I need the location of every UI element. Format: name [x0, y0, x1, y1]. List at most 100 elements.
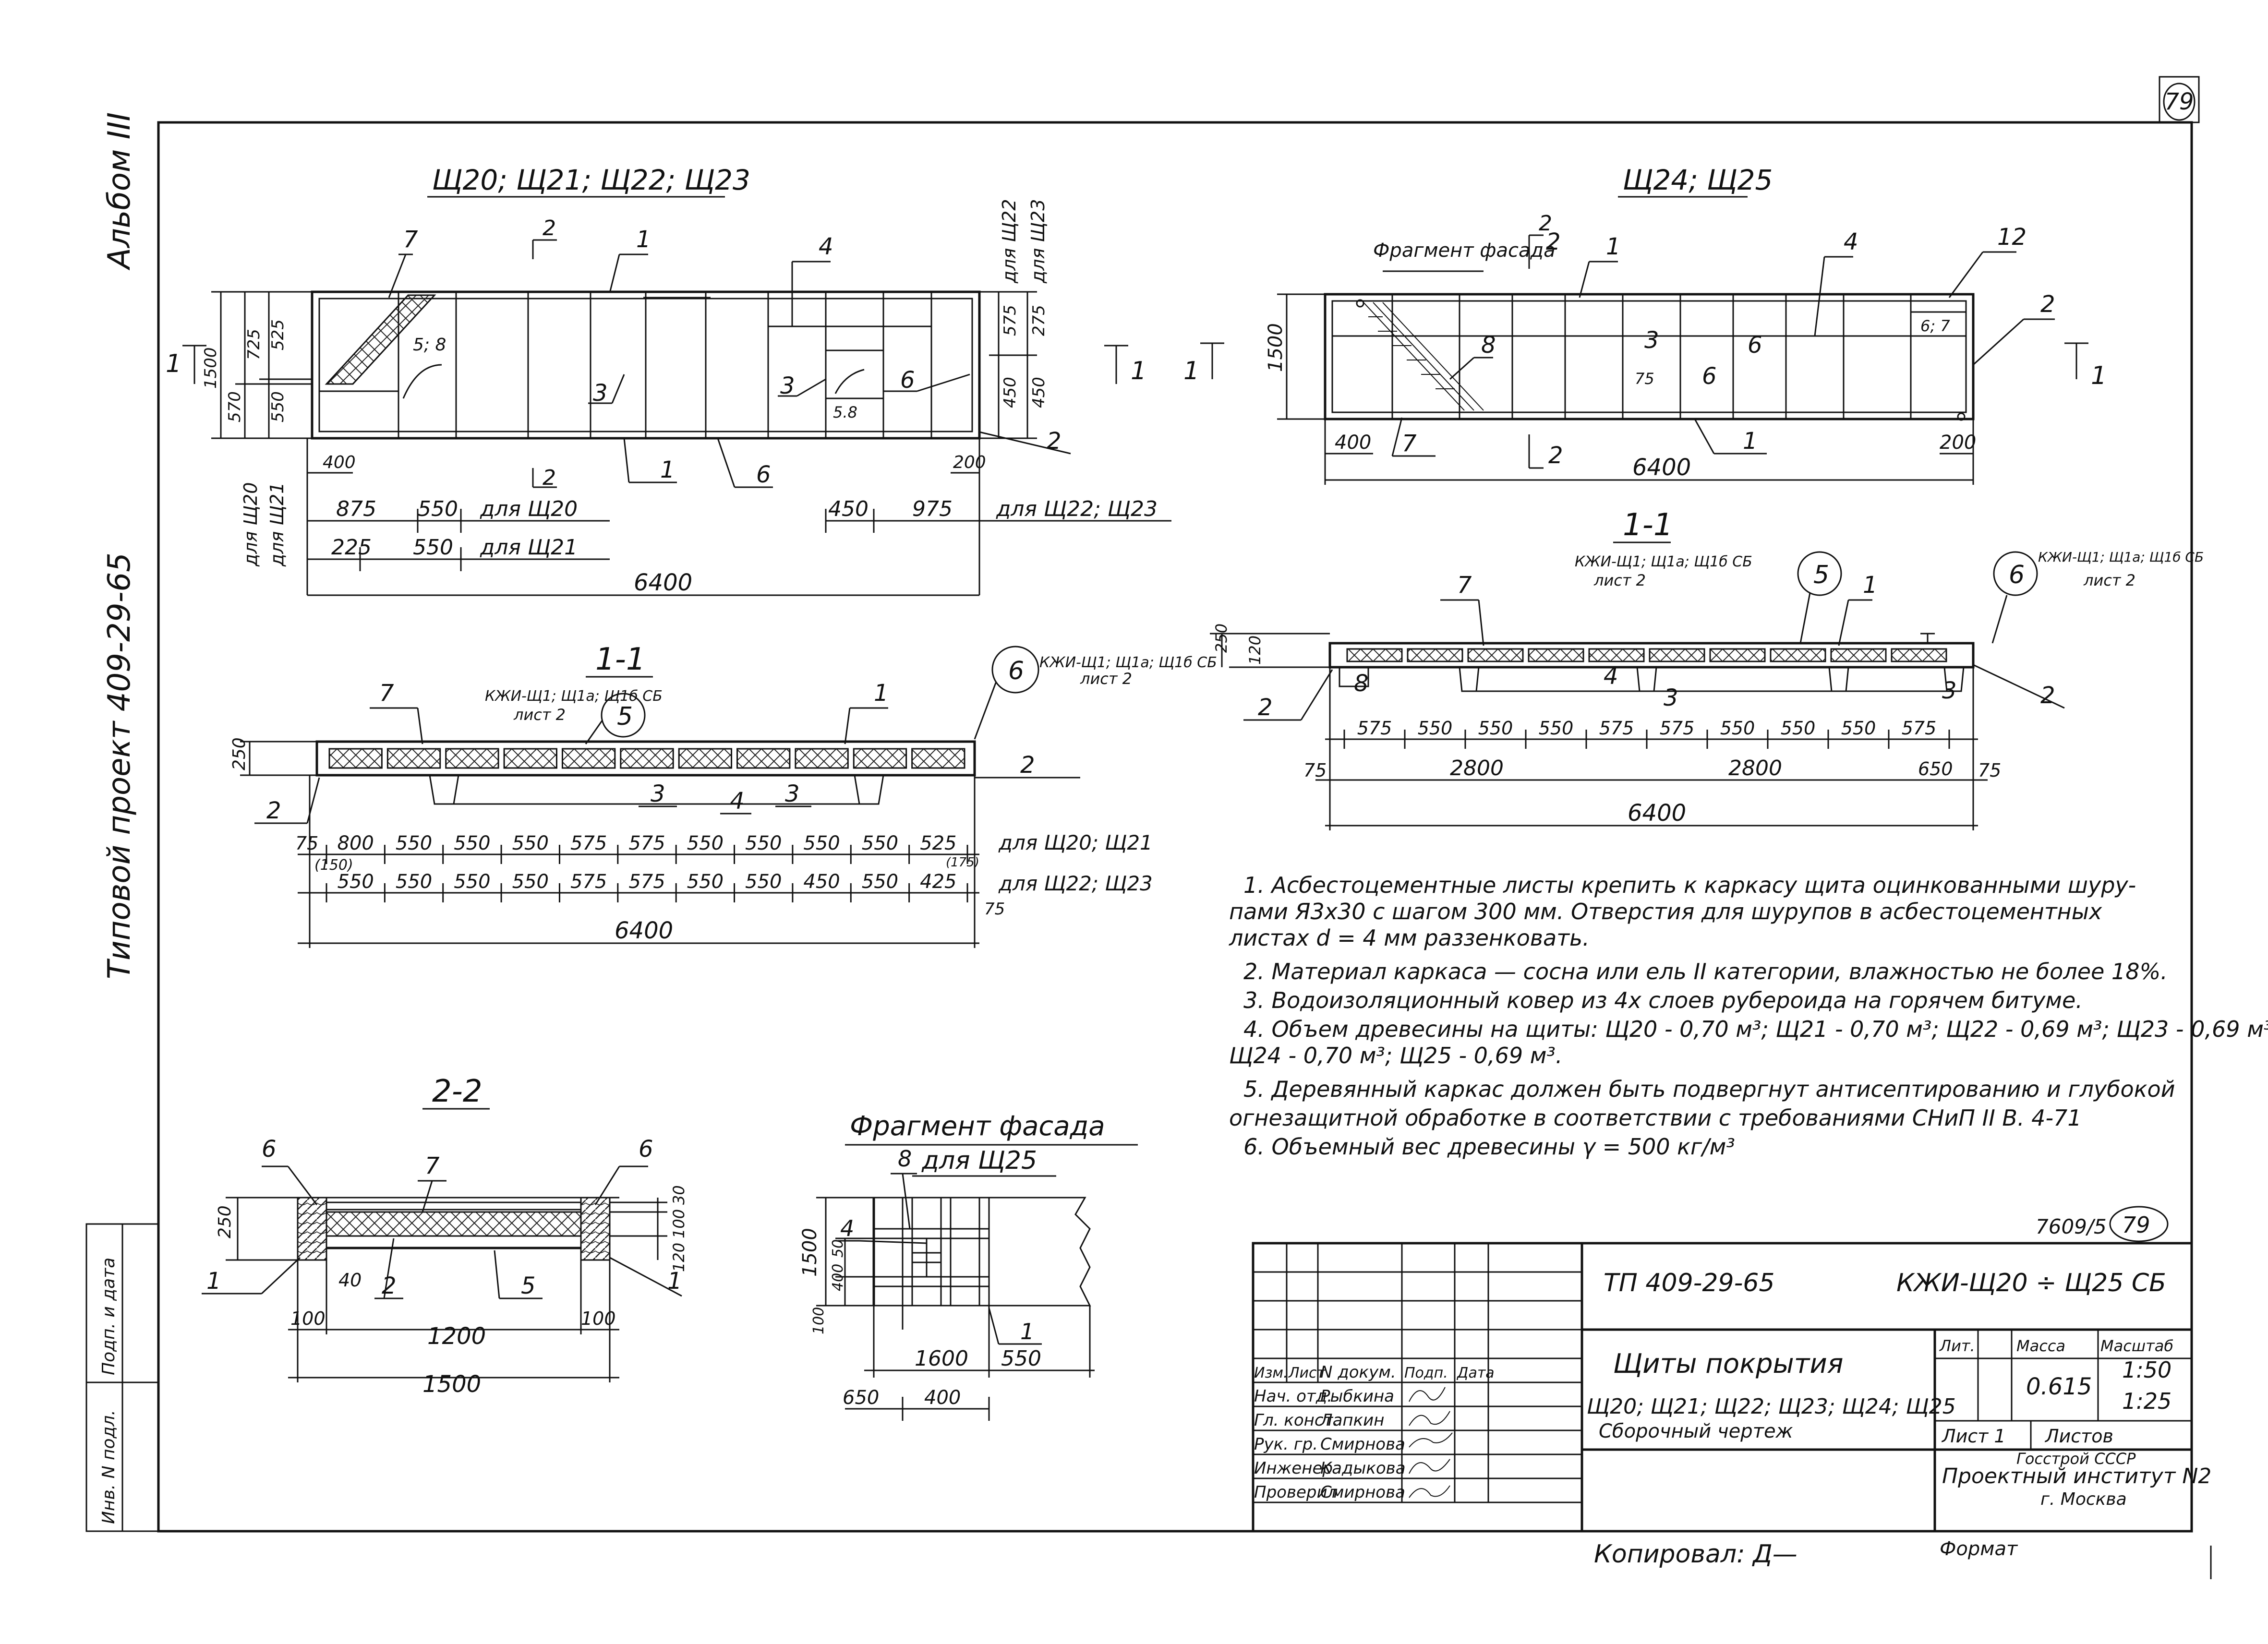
tb-head-data: Дата: [1456, 1365, 1495, 1381]
section-c-dim-40: 40: [338, 1270, 362, 1291]
tb-role-4: Инженер: [1254, 1459, 1333, 1478]
section-b-row2-650: 650: [1918, 758, 1953, 780]
fragment-height-400: 400: [830, 1264, 846, 1291]
section-b-ref: КЖИ-Щ1; Щ1а; Щ1б СБ: [1575, 553, 1752, 570]
section-a-ref-right-sheet: лист 2: [1080, 670, 1132, 688]
fragment-height-100: 100: [810, 1307, 827, 1334]
fragment-callout-8: 8: [898, 1146, 912, 1172]
view-a-left-label-shch21: для Щ21: [266, 482, 288, 567]
section-a-insulation-cell: [445, 748, 499, 769]
tb-head-izm: Изм.: [1254, 1365, 1288, 1381]
corner-sheet-number: 79: [2164, 88, 2194, 115]
view-a-height-1500: 1500: [201, 347, 220, 389]
tb-name-2: Лапкин: [1319, 1411, 1385, 1430]
view-a-sec2-bottom: 2: [543, 466, 556, 490]
sheet-frame: 79 Альбом III Типовой проект 409-29-65 И…: [85, 76, 2212, 1579]
section-b-dim-value: 575: [1902, 718, 1937, 739]
tb-name-line2: Щ20; Щ21; Щ22; Щ23; Щ24; Щ25: [1587, 1394, 1956, 1419]
tb-scale2: 1:25: [2122, 1388, 2171, 1414]
note-4b: Щ24 - 0,70 м³; Щ25 - 0,69 м³.: [1229, 1043, 1563, 1068]
fragment-dim-650: 650: [843, 1387, 879, 1409]
view-a-dim-225: 225: [331, 535, 372, 560]
view-b-dim-200: 200: [1940, 432, 1976, 454]
fragment-callout-4: 4: [840, 1215, 854, 1241]
view-a-rh-450b: 450: [1029, 377, 1049, 408]
note-1c: листах d = 4 мм раззенковать.: [1229, 925, 1590, 951]
note-2: 2. Материал каркаса — сосна или ель II к…: [1243, 959, 2168, 984]
stamp-sign-label: Подп. и дата: [99, 1258, 119, 1375]
section-a-callout-1: 1: [874, 680, 889, 707]
view-a-dim-975: 975: [912, 497, 953, 521]
section-b-insulation-cell: [1891, 648, 1947, 662]
section-a-row1-sub-150: (150): [314, 857, 353, 874]
album-label: Альбом III: [102, 112, 137, 271]
tb-name-line1: Щиты покрытия: [1613, 1348, 1843, 1380]
view-a-dim-label-shch20: для Щ20: [480, 497, 578, 521]
view-b-total: 6400: [1632, 454, 1691, 481]
section-b-callout-1: 1: [1863, 572, 1878, 599]
section-b-insulation-cell: [1830, 648, 1887, 662]
view-a-inner-mark-1: 5; 8: [413, 335, 446, 355]
section-b-insulation-cell: [1588, 648, 1645, 662]
project-label: Типовой проект 409-29-65: [102, 552, 137, 979]
note-1a: 1. Асбестоцементные листы крепить к карк…: [1243, 872, 2136, 898]
section-a-dim-value: 425: [920, 871, 956, 893]
section-b-ref-right-sheet: лист 2: [2083, 571, 2135, 589]
section-b-callout-7: 7: [1457, 572, 1472, 599]
view-a-callout-7: 7: [403, 226, 418, 253]
tb-lit-label: Лит.: [1939, 1337, 1975, 1355]
section-a-row1-sub-175: (175): [946, 855, 979, 870]
view-b-inner-6-7: 6; 7: [1920, 317, 1950, 335]
view-a-label-shch22: для Щ22: [999, 199, 1020, 284]
view-b-callout-1: 1: [1606, 233, 1621, 260]
fragment-subtitle: для Щ25: [921, 1146, 1037, 1175]
section-a-insulation-cell: [795, 748, 849, 769]
view-b-dim-400: 400: [1335, 432, 1371, 454]
section-b-dim-value: 550: [1418, 718, 1453, 739]
view-b-callout-1b: 1: [1743, 428, 1758, 455]
section-a-dim-value: 575: [628, 871, 665, 893]
section-a-insulation-cell: [911, 748, 965, 769]
archive-sheet: 79: [2122, 1212, 2150, 1238]
title-block: 7609/5 79: [1252, 1206, 2211, 1533]
tb-org-line1: Госстрой СССР: [2016, 1450, 2136, 1468]
tb-head-list: Лист: [1288, 1365, 1326, 1381]
section-b-height-120: 120: [1246, 636, 1264, 665]
section-c-dim-1500: 1500: [422, 1371, 481, 1398]
section-a-callout-2b: 2: [266, 797, 281, 824]
section-b-insulation-cell: [1528, 648, 1584, 662]
view-a-label-shch23: для Щ23: [1027, 199, 1049, 284]
section-a-callout-3: 3: [651, 780, 665, 807]
section-a-dim-value: 550: [338, 871, 374, 893]
fragment-callout-1: 1: [1020, 1319, 1034, 1344]
view-b-callout-8: 8: [1481, 332, 1496, 359]
section-c-callout-5: 5: [521, 1272, 536, 1299]
section-a-insulation-cell: [736, 748, 791, 769]
section-c-height-30: 30: [670, 1185, 688, 1205]
section-c-height-120: 120: [670, 1243, 688, 1272]
tb-scale-label: Масштаб: [2100, 1337, 2173, 1355]
view-a-rh-450: 450: [1001, 377, 1020, 408]
view-b-sec2-top: 2: [1539, 211, 1552, 236]
section-a-callout-4: 4: [730, 788, 745, 815]
section-c-dim-100b: 100: [581, 1308, 616, 1329]
section-a-dim-value: 550: [396, 871, 432, 893]
section-a-dim-value: 550: [687, 832, 724, 854]
tb-role-3: Рук. гр.: [1254, 1435, 1318, 1454]
section-a-dim-value: 550: [512, 832, 549, 854]
section-a-ref: КЖИ-Щ1; Щ1а; Щ1б СБ: [485, 688, 663, 705]
view-b-sec1-left: 1: [1183, 357, 1199, 385]
view-a-callout-3b: 3: [780, 372, 795, 399]
view-a-dim-200: 200: [953, 453, 986, 472]
section-a-row2-end: 75: [984, 900, 1005, 919]
section-a-bubble-5: 5: [617, 702, 633, 731]
section-a-row2-label: для Щ22; Щ23: [998, 872, 1153, 895]
tb-mark: КЖИ-Щ20 ÷ Щ25 СБ: [1896, 1269, 2166, 1297]
section-a-row1-75: 75: [295, 833, 318, 854]
section-a-dim-value: 800: [338, 832, 374, 854]
tb-role-1: Нач. отд.: [1254, 1387, 1332, 1406]
section-c-dim-100: 100: [290, 1308, 326, 1329]
section-b-dim-value: 550: [1478, 718, 1513, 739]
fragment-height-50: 50: [830, 1239, 846, 1258]
